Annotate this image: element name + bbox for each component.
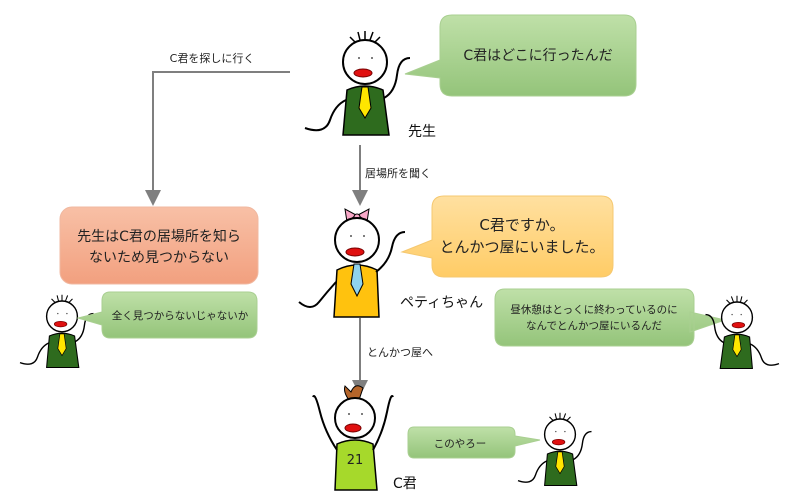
- outcome-box: 先生はC君の居場所を知ら ないため見つからない: [59, 206, 259, 285]
- outcome-line-2: ないため見つからない: [89, 250, 229, 266]
- reaction-bubble-left: 全く見つからないじゃないか: [76, 291, 258, 339]
- teacher-speech-bubble: C君はどこに行ったんだ: [404, 14, 637, 97]
- teacher-speech: C君はどこに行ったんだ: [463, 48, 612, 64]
- teacher-figure-right: [704, 295, 780, 370]
- reaction-right-line-1: 昼休憩はとっくに終わっているのに: [510, 303, 677, 316]
- reaction-bubble-right: 昼休憩はとっくに終わっているのに なんでとんかつ屋にいるんだ: [494, 288, 727, 347]
- reaction-bubble-bottom: このやろー: [407, 426, 541, 459]
- outcome-line-1: 先生はC君の居場所を知ら: [77, 228, 241, 245]
- petty-speech-line-2: とんかつ屋にいました。: [439, 238, 604, 256]
- teacher-figure-left: [19, 294, 95, 369]
- edge-ask-label: 居場所を聞く: [365, 167, 431, 180]
- petty-speech-line-1: C君ですか。: [479, 216, 564, 234]
- edge-search: [145, 71, 290, 206]
- teacher-figure: [304, 30, 411, 136]
- reaction-bottom-text: このやろー: [434, 438, 487, 450]
- edge-go-label: とんかつ屋へ: [367, 346, 433, 359]
- c-kun-name: C君: [393, 476, 417, 492]
- c-kun-shirt-number: 21: [347, 453, 364, 468]
- edge-search-label: C君を探しに行く: [170, 52, 255, 65]
- teacher-figure-bottom: [517, 412, 593, 487]
- petty-speech-bubble: C君ですか。 とんかつ屋にいました。: [400, 195, 614, 278]
- teacher-name: 先生: [408, 124, 436, 140]
- petty-figure: [298, 208, 406, 318]
- reaction-right-line-2: なんでとんかつ屋にいるんだ: [526, 320, 662, 332]
- reaction-left-text: 全く見つからないじゃないか: [112, 309, 249, 322]
- c-kun-figure: 21: [312, 385, 394, 491]
- petty-name: ペティちゃん: [400, 295, 483, 311]
